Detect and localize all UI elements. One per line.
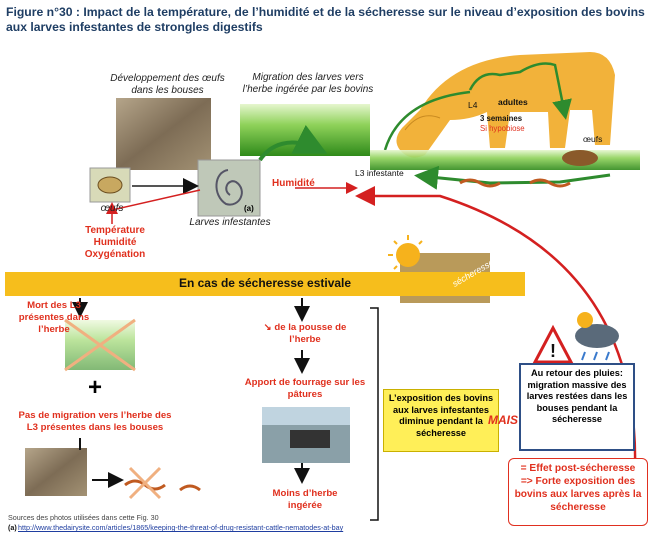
- source-tag-a: (a): [8, 523, 17, 532]
- moins-herbe-text: Moins d’herbe ingérée: [272, 488, 338, 511]
- cow-icon: [396, 52, 615, 158]
- larva-squiggle-2: [529, 178, 571, 188]
- rain-cloud-icon: [575, 324, 619, 348]
- pousse-herbe-text: ↘ de la pousse de l’herbe: [263, 322, 347, 345]
- l3-label: L3 infestante: [355, 168, 404, 178]
- factor-temperature: Température: [85, 225, 145, 236]
- sources-note: Sources des photos utilisées dans cette …: [8, 513, 159, 522]
- pas-migration-text: Pas de migration vers l’herbe des L3 pré…: [18, 410, 172, 433]
- factor-oxygenation: Oxygénation: [84, 249, 146, 260]
- semaines-label: 3 semaines: [480, 114, 523, 123]
- retour-pluies-box: Au retour des pluies: migration massive …: [519, 363, 635, 451]
- drought-banner: [5, 272, 525, 296]
- factor-humidite: Humidité: [93, 237, 137, 248]
- larva-icon: [215, 169, 243, 206]
- drought-banner-label: En cas de sécheresse estivale: [178, 276, 352, 290]
- svg-text:!: !: [550, 341, 556, 361]
- dev-oeufs-caption: Développement des œufs dans les bouses: [110, 73, 225, 96]
- oeufs-caption: œufs: [100, 203, 124, 214]
- mort-l3-text: Mort des L3 présentes dans l’herbe: [18, 300, 90, 335]
- humidite-label: Humidité: [272, 178, 315, 189]
- exposition-box: L’exposition des bovins aux larves infes…: [383, 389, 499, 452]
- larves-caption: Larves infestantes: [189, 217, 271, 228]
- post-secheresse-line1: = Effet post-sécheresse: [520, 463, 636, 474]
- larva-photo: [197, 159, 261, 217]
- figure-title: Figure n°30 : Impact de la température, …: [6, 5, 645, 34]
- l4-label: L4: [468, 100, 478, 110]
- post-secheresse-box: = Effet post-sécheresse => Forte exposit…: [508, 458, 648, 526]
- egg-icon: [97, 176, 123, 194]
- dung-photo-small: [25, 448, 87, 496]
- oeufs-right-label: œufs: [583, 134, 603, 144]
- post-secheresse-line2: => Forte exposition des bovins aux larve…: [514, 476, 642, 513]
- plus-sign: +: [88, 374, 103, 401]
- migration-caption: Migration des larves vers l’herbe ingéré…: [242, 72, 374, 95]
- sun-icon: [396, 243, 420, 267]
- grass-photo: [240, 104, 370, 156]
- apport-fourrage-text: Apport de fourrage sur les pâtures: [244, 377, 366, 400]
- dung-photo: [116, 98, 211, 170]
- photo-tag-a: (a): [244, 204, 254, 213]
- warning-icon: [532, 324, 574, 364]
- adultes-label: adultes: [498, 97, 528, 107]
- source-link[interactable]: http://www.thedairysite.com/articles/186…: [18, 523, 344, 532]
- mais-label: MAIS: [488, 413, 518, 427]
- factors-list: Température Humidité Oxygénation: [70, 225, 160, 261]
- hypobiose-label: Si hypobiose: [480, 124, 525, 133]
- larva-squiggle-1: [459, 178, 501, 188]
- dung-pat-icon: [562, 150, 598, 166]
